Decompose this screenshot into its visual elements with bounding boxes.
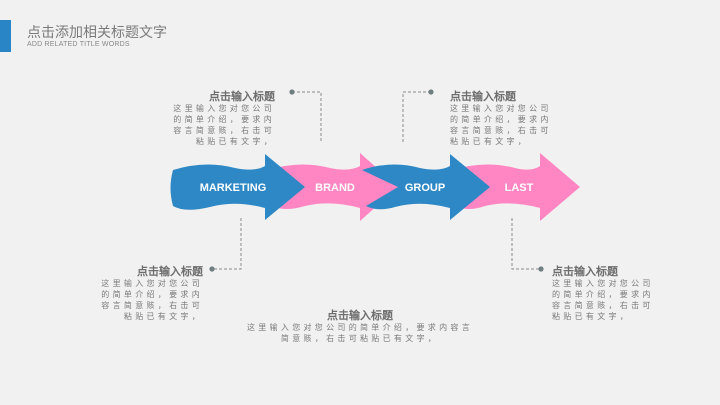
arrow-label-marketing: MARKETING [200,182,267,194]
block-line: 这里输入您对您公司 [552,279,654,288]
arrow-group[interactable] [362,154,490,220]
connector-dot-bottom-left [209,266,215,272]
block-line: 容言简意赅，右击可 [101,301,203,310]
arrow-marketing[interactable] [170,154,306,220]
block-line: 粘贴已有文字， [123,312,203,321]
connector-dot-top-right [428,89,434,95]
text-block-bottom-left: 点击输入标题 这里输入您对您公司 的简单介绍，要求内 容言简意赅，右击可 粘贴已… [101,265,203,322]
block-line: 的简单介绍，要求内 [450,115,552,124]
block-line: 容言简意赅，右击可 [173,126,275,135]
block-line: 这里输入您对您公司 [173,104,275,113]
connector-top-left [292,91,322,142]
connector-dot-bottom-right [538,266,544,272]
page-title: 点击添加相关标题文字 [27,25,167,41]
block-line: 粘贴已有文字， [552,312,632,321]
connector-dot-top-left [289,89,295,95]
text-block-bottom-right: 点击输入标题 这里输入您对您公司 的简单介绍，要求内 容言简意赅，右击可 粘贴已… [552,265,654,322]
block-line: 粘贴已有文字， [195,137,275,146]
block-line: 简意赅，右击可粘贴已有文字， [280,334,440,343]
arrow-last[interactable] [452,153,580,221]
connector-bottom-left [212,218,242,270]
block-line: 的简单介绍，要求内 [552,290,654,299]
title-accent-bar [0,20,11,52]
text-block-top-left: 点击输入标题 这里输入您对您公司 的简单介绍，要求内 容言简意赅，右击可 粘贴已… [173,90,275,147]
block-title[interactable]: 点击输入标题 [209,90,275,103]
arrow-label-group: GROUP [405,182,445,194]
block-line: 这里输入您对您公司的简单介绍，要求内容言 [247,323,473,332]
connector-top-right [402,91,431,142]
block-title[interactable]: 点击输入标题 [552,265,618,278]
block-title[interactable]: 点击输入标题 [327,309,393,322]
connector-bottom-right [511,218,541,270]
block-line: 容言简意赅，右击可 [552,301,654,310]
block-line: 粘贴已有文字， [450,137,530,146]
page-subtitle: ADD RELATED TITLE WORDS [27,41,130,48]
arrow-label-brand: BRAND [315,182,355,194]
text-block-bottom-center: 点击输入标题 这里输入您对您公司的简单介绍，要求内容言 简意赅，右击可粘贴已有文… [220,309,500,344]
block-title[interactable]: 点击输入标题 [450,90,516,103]
block-line: 这里输入您对您公司 [101,279,203,288]
arrow-label-last: LAST [505,182,534,194]
text-block-top-right: 点击输入标题 这里输入您对您公司 的简单介绍，要求内 容言简意赅，右击可 粘贴已… [450,90,552,147]
block-line: 的简单介绍，要求内 [173,115,275,124]
block-line: 的简单介绍，要求内 [101,290,203,299]
block-line: 这里输入您对您公司 [450,104,552,113]
block-line: 容言简意赅，右击可 [450,126,552,135]
block-title[interactable]: 点击输入标题 [137,265,203,278]
